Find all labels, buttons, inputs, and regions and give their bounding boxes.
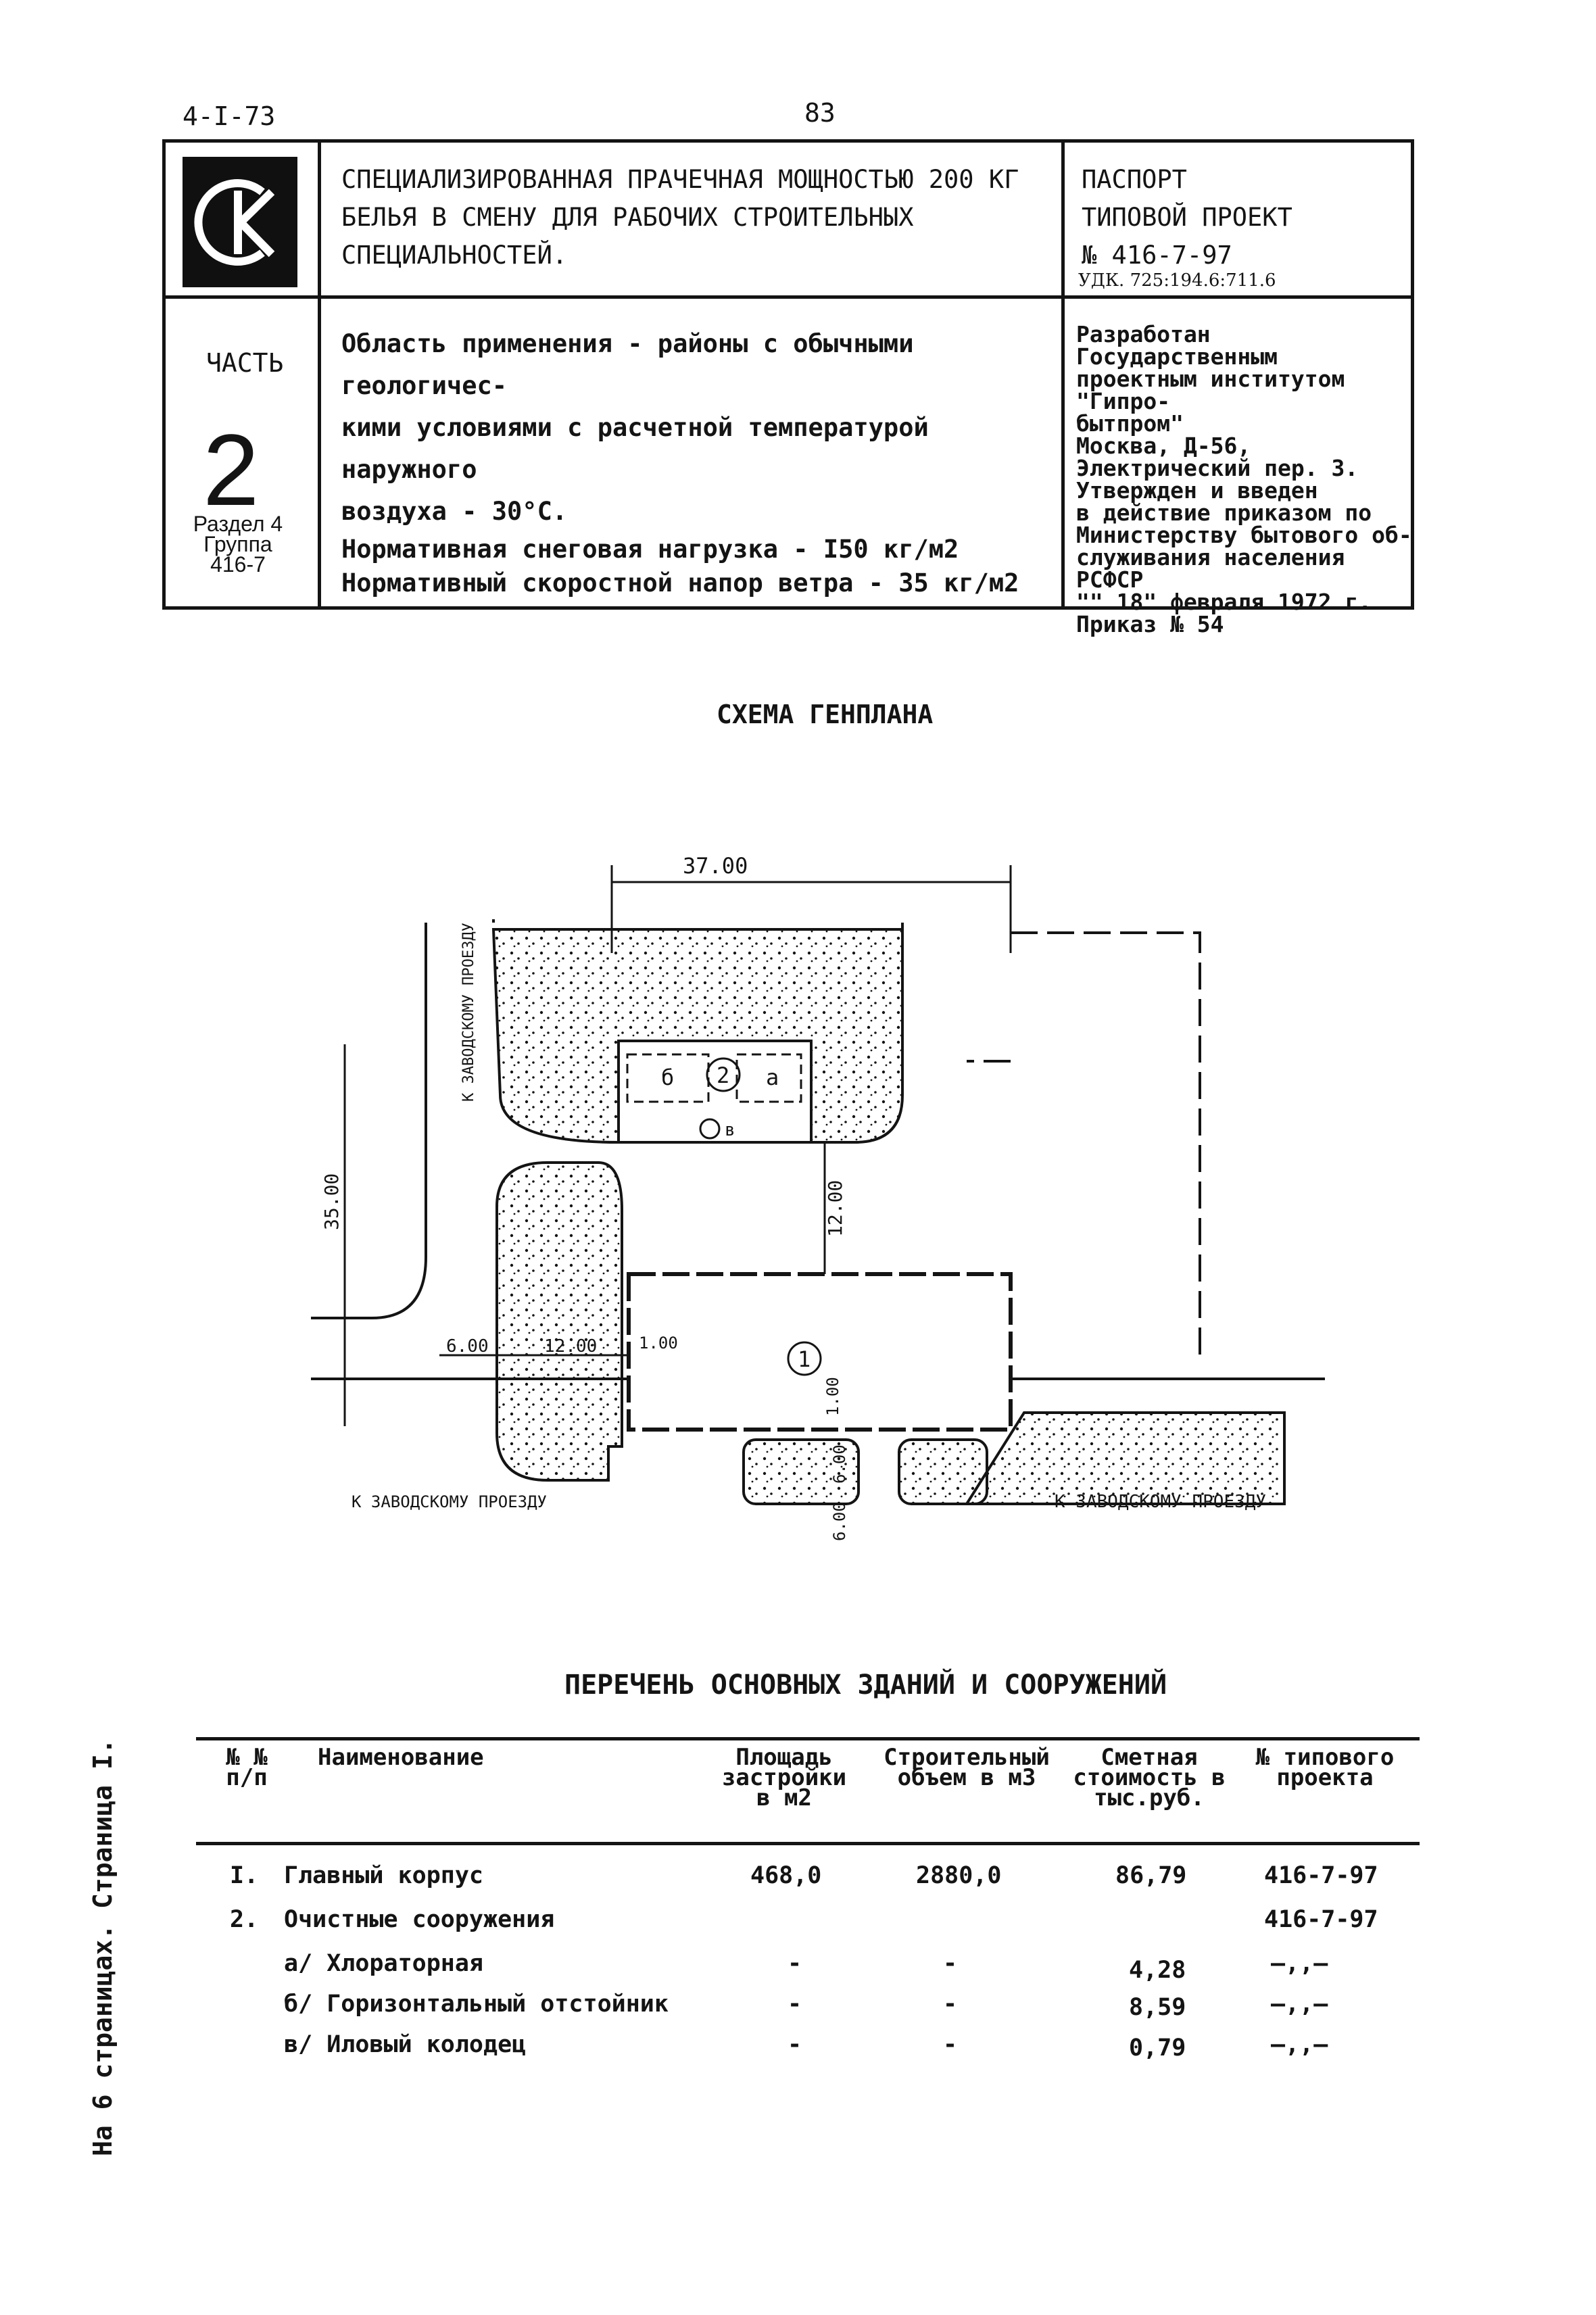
svg-text:2: 2 [717, 1063, 729, 1088]
svg-text:1.00: 1.00 [823, 1377, 842, 1416]
row-cost: 4,28 [1129, 1957, 1186, 1984]
row-volume: - [943, 1991, 958, 2018]
developer-line: Утвержден и введен [1076, 477, 1318, 504]
developer-info: Разработан Государственным проектным инс… [1076, 323, 1414, 635]
site-plan: 37.00 2 б а в 1 35.00 [270, 845, 1352, 1605]
svg-text:К ЗАВОДСКОМУ ПРОЕЗДУ: К ЗАВОДСКОМУ ПРОЕЗДУ [460, 923, 477, 1102]
col-area: Площадь застройки в м2 [721, 1744, 847, 1811]
row-name: Главный корпус [284, 1862, 484, 1889]
row-volume: - [943, 2031, 958, 2058]
passport-line: ПАСПОРТ [1082, 165, 1187, 194]
section-group: Раздел 4 Группа 416-7 [177, 512, 299, 577]
svg-text:35.00: 35.00 [320, 1173, 343, 1230]
row-project: —,,— [1271, 1991, 1328, 2018]
row-name: Очистные сооружения [284, 1906, 555, 1933]
row-project: —,,— [1271, 2031, 1328, 2058]
table-rule [196, 1842, 1420, 1845]
developer-line: Электрический пер. 3. [1076, 455, 1359, 481]
table-divider [1061, 139, 1065, 610]
document-code: 4-I-73 [183, 101, 276, 131]
col-num: № № п/п [226, 1744, 268, 1791]
application-line: Нормативный скоростной напор ветра - 35 … [341, 568, 1019, 598]
developer-line: Разработан Государственным [1076, 321, 1278, 370]
svg-text:6.00: 6.00 [830, 1444, 849, 1484]
part-number: 2 [203, 413, 260, 527]
row-cost: 8,59 [1129, 1994, 1186, 2021]
svg-text:в: в [725, 1120, 735, 1140]
row-volume: 2880,0 [916, 1862, 1002, 1889]
page-number: 83 [804, 98, 836, 128]
svg-text:12.00: 12.00 [544, 1336, 597, 1357]
project-title: СПЕЦИАЛИЗИРОВАННАЯ ПРАЧЕЧНАЯ МОЩНОСТЬЮ 2… [341, 161, 1044, 274]
passport-line: ТИПОВОЙ ПРОЕКТ [1082, 203, 1292, 232]
row-area: - [788, 2031, 802, 2058]
col-volume: Строительный объем в м3 [884, 1744, 1050, 1791]
svg-text:6.00: 6.00 [830, 1502, 849, 1541]
part-label: ЧАСТЬ [206, 348, 284, 378]
svg-text:12.00: 12.00 [824, 1180, 846, 1237]
developer-line: РСФСР [1076, 566, 1144, 593]
row-area: - [788, 1991, 802, 2018]
application-line: кими условиями с расчетной температурой … [341, 413, 929, 484]
developer-line: проектным институтом "Гипро- [1076, 366, 1345, 414]
developer-line: в действие приказом по [1076, 499, 1372, 526]
table-rule [196, 1737, 1420, 1740]
row-cost: 0,79 [1129, 2034, 1186, 2062]
table-divider [162, 295, 1414, 299]
row-project: 416-7-97 [1264, 1906, 1378, 1933]
application-line: Нормативная снеговая нагрузка - I50 кг/м… [341, 535, 959, 564]
svg-text:б: б [661, 1065, 674, 1090]
row-name: а/ Хлораторная [284, 1950, 484, 1977]
title-line: БЕЛЬЯ В СМЕНУ ДЛЯ РАБОЧИХ СТРОИТЕЛЬНЫХ [341, 203, 914, 232]
row-area: - [788, 1950, 802, 1977]
developer-line: Приказ № 54 [1076, 611, 1224, 637]
row-num: I. [230, 1862, 259, 1889]
title-table [162, 139, 1414, 610]
title-line: СПЕЦИАЛИЗИРОВАННАЯ ПРАЧЕЧНАЯ МОЩНОСТЬЮ 2… [341, 165, 1019, 194]
application-area: Область применения - районы с обычными г… [341, 323, 1051, 600]
application-line: воздуха - 30°С. [341, 497, 568, 526]
passport-block: ПАСПОРТ ТИПОВОЙ ПРОЕКТ № 416-7-97 [1082, 161, 1399, 274]
section-line: Группа [203, 532, 272, 556]
developer-line: Министерству бытового об- [1076, 522, 1412, 548]
row-num: 2. [230, 1906, 259, 1933]
svg-text:6.00: 6.00 [446, 1336, 489, 1357]
passport-line: № 416-7-97 [1082, 241, 1232, 270]
developer-line: служивания населения [1076, 544, 1345, 570]
svg-text:а: а [766, 1065, 779, 1090]
col-cost: Сметная стоимость в тыс.руб. [1073, 1744, 1226, 1811]
sk-logo [183, 157, 297, 287]
col-name: Наименование [318, 1744, 484, 1771]
svg-text:1: 1 [798, 1346, 811, 1372]
col-project: № типового проекта [1255, 1744, 1395, 1791]
svg-text:К ЗАВОДСКОМУ ПРОЕЗДУ: К ЗАВОДСКОМУ ПРОЕЗДУ [352, 1492, 547, 1511]
scheme-title: СХЕМА ГЕНПЛАНА [717, 700, 934, 729]
row-area: 468,0 [750, 1862, 822, 1889]
row-name: б/ Горизонтальный отстойник [284, 1991, 669, 2018]
developer-line: "" 18" февраля 1972 г. [1076, 589, 1372, 615]
row-cost: 86,79 [1115, 1862, 1187, 1889]
section-line: 416-7 [210, 552, 266, 577]
table-divider [318, 139, 321, 610]
section-line: Раздел 4 [193, 512, 283, 536]
dimension-37: 37.00 [683, 853, 748, 879]
title-line: СПЕЦИАЛЬНОСТЕЙ. [341, 241, 568, 270]
row-name: в/ Иловый колодец [284, 2031, 527, 2058]
developer-line: Москва, Д-56, [1076, 433, 1251, 459]
row-project: —,,— [1271, 1950, 1328, 1977]
row-project: 416-7-97 [1264, 1862, 1378, 1889]
udk-code: УДК. 725:194.6:711.6 [1078, 270, 1276, 291]
developer-line: бытпром" [1076, 410, 1184, 437]
svg-text:1.00: 1.00 [639, 1334, 678, 1353]
svg-text:К ЗАВОДСКОМУ ПРОЕЗДУ: К ЗАВОДСКОМУ ПРОЕЗДУ [1055, 1492, 1266, 1512]
application-line: Область применения - районы с обычными г… [341, 329, 914, 400]
side-note: На 6 страницах. Страница I. [88, 1738, 118, 2156]
list-title: ПЕРЕЧЕНЬ ОСНОВНЫХ ЗДАНИЙ И СООРУЖЕНИЙ [564, 1670, 1167, 1701]
row-volume: - [943, 1950, 958, 1977]
